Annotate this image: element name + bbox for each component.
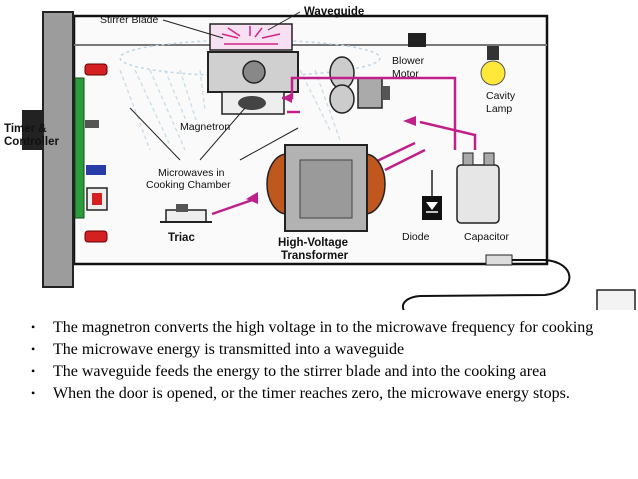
blower-motor bbox=[329, 56, 390, 114]
label-hv-transformer-2: Transformer bbox=[281, 250, 349, 262]
magnetron-fins bbox=[238, 96, 266, 110]
hv-arrows bbox=[246, 93, 416, 204]
bullet-text: The magnetron converts the high voltage … bbox=[53, 319, 594, 336]
relay-top bbox=[84, 63, 108, 76]
bullet-symbol: • bbox=[31, 364, 36, 378]
relay-bottom bbox=[84, 230, 108, 243]
capacitor-terminal-right bbox=[483, 152, 495, 166]
control-board bbox=[74, 77, 85, 219]
label-hv-transformer-1: High-Voltage bbox=[278, 237, 348, 249]
capacitor-body bbox=[456, 164, 500, 224]
bullet-item: • The waveguide feeds the energy to the s… bbox=[0, 362, 638, 381]
label-cavity-lamp-2: Lamp bbox=[486, 103, 512, 115]
cavity-lamp-socket bbox=[487, 46, 499, 60]
bullet-list: • The magnetron converts the high voltage… bbox=[0, 318, 638, 406]
board-component-small bbox=[85, 120, 99, 128]
label-cavity-lamp-1: Cavity bbox=[486, 90, 516, 102]
triac bbox=[160, 204, 212, 223]
wall-outlet bbox=[596, 289, 636, 310]
magnetron-antenna bbox=[242, 60, 266, 84]
label-magnetron: Magnetron bbox=[180, 121, 230, 133]
label-timer-controller-2: Controller bbox=[4, 136, 59, 148]
label-microwaves-2: Cooking Chamber bbox=[146, 179, 231, 191]
bullet-item: • When the door is opened, or the timer r… bbox=[0, 384, 638, 403]
label-microwaves-1: Microwaves in bbox=[158, 167, 225, 179]
transformer-window bbox=[299, 159, 353, 219]
label-stirrer-blade: Stirrer Blade bbox=[100, 14, 159, 26]
bullet-text: The waveguide feeds the energy to the st… bbox=[53, 363, 547, 380]
triac-feed-arrow bbox=[211, 196, 259, 216]
label-pointers bbox=[129, 11, 301, 161]
label-triac: Triac bbox=[168, 232, 195, 244]
board-component-blue bbox=[86, 165, 106, 175]
door-switch bbox=[408, 33, 426, 47]
microwave-oven-diagram: Stirrer Blade Waveguide Blower Motor Cav… bbox=[4, 6, 636, 310]
line-filter bbox=[485, 254, 513, 266]
waveguide-housing bbox=[209, 23, 293, 51]
bullet-text: The microwave energy is transmitted into… bbox=[53, 341, 405, 358]
label-diode: Diode bbox=[402, 231, 430, 243]
cavity-lamp bbox=[480, 60, 506, 86]
bullet-text: When the door is opened, or the timer re… bbox=[53, 385, 570, 402]
label-waveguide: Waveguide bbox=[304, 6, 364, 18]
microwave-rays bbox=[119, 69, 341, 151]
label-blower-motor-1: Blower bbox=[392, 55, 425, 67]
bullet-symbol: • bbox=[31, 386, 36, 400]
bullet-item: • The microwave energy is transmitted int… bbox=[0, 340, 638, 359]
waveguide-energy-lines bbox=[221, 26, 281, 45]
board-component-red bbox=[92, 193, 102, 205]
bullet-symbol: • bbox=[31, 320, 36, 334]
control-panel bbox=[42, 11, 74, 288]
label-timer-controller-1: Timer & bbox=[4, 123, 47, 135]
bullet-item: • The magnetron converts the high voltage… bbox=[0, 318, 638, 337]
power-cord bbox=[401, 259, 571, 310]
capacitor-terminal-left bbox=[462, 152, 474, 166]
control-module bbox=[22, 110, 42, 150]
label-blower-motor-2: Motor bbox=[392, 68, 419, 80]
label-capacitor: Capacitor bbox=[464, 231, 509, 243]
diode-symbol bbox=[426, 202, 438, 210]
bullet-symbol: • bbox=[31, 342, 36, 356]
